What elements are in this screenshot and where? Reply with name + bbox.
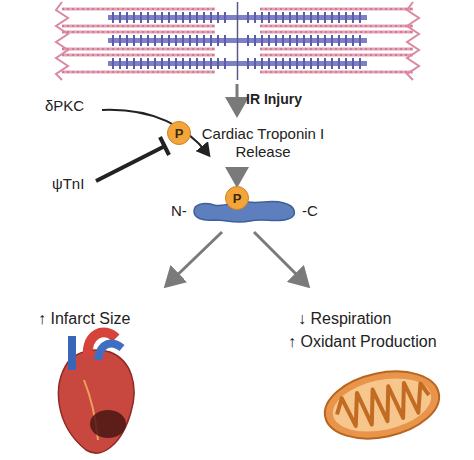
inhibition-bar — [160, 137, 169, 155]
process-label: Cardiac Troponin I Release — [188, 125, 338, 161]
terminus-label: N- — [171, 202, 187, 220]
flow-arrow — [236, 168, 239, 182]
phosphate-circle: P — [167, 121, 191, 145]
outcome-label: ↑ Infarct Size — [38, 310, 208, 328]
flow-arrow — [236, 84, 239, 112]
phosphate-symbol: P — [175, 126, 184, 141]
inhibition-line — [96, 146, 165, 181]
kinase-label: δPKC — [45, 97, 115, 115]
phosphate-circle: P — [225, 186, 249, 210]
flow-arrow — [254, 232, 306, 284]
outcome-label: ↑ Oxidant Production — [288, 333, 472, 351]
mitochondrion-illustration — [319, 362, 446, 449]
terminus-label: -C — [302, 202, 318, 220]
heart-illustration — [58, 332, 134, 453]
outcome-label: ↓ Respiration — [298, 310, 468, 328]
phosphate-symbol: P — [233, 191, 242, 206]
injury-label: IR Injury — [246, 90, 336, 108]
troponin-protein: N--CP — [190, 196, 300, 226]
flow-arrow — [168, 232, 222, 284]
sarcomere-illustration — [56, 2, 419, 80]
phosphorylation-arc — [102, 110, 208, 154]
inhibitor-label: ψTnI — [52, 175, 122, 193]
